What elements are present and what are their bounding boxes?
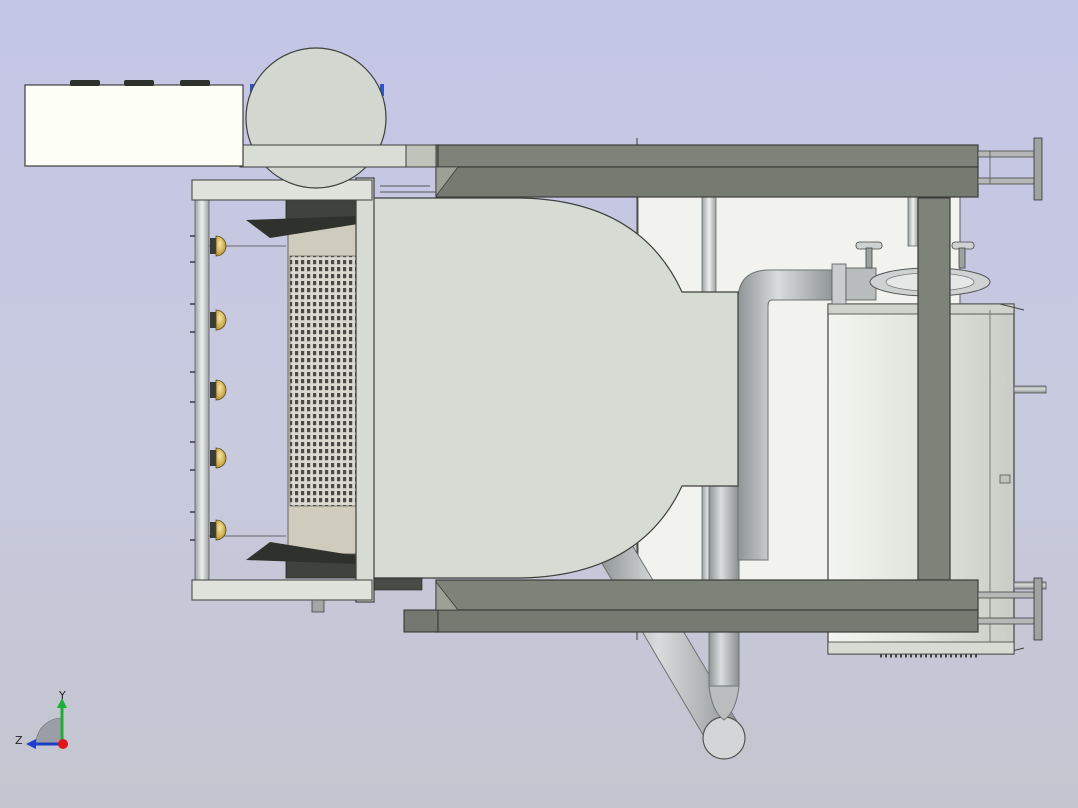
filter-cage [246, 199, 359, 579]
tank-side-nozzle-lower [1013, 581, 1047, 590]
cable-gland-icon [180, 80, 210, 86]
hood-panel [371, 197, 739, 579]
top-cross-plate [191, 179, 373, 201]
hood-left-flange [355, 177, 375, 603]
frame-right-post [917, 197, 951, 581]
knob-icon [210, 379, 227, 401]
x-axis-dot [58, 739, 68, 749]
valve-handle-right [951, 241, 975, 269]
vent-stem [907, 195, 919, 247]
tank-level-gauge [999, 474, 1011, 484]
motor-mount-plate [239, 144, 407, 168]
adjustment-knobs [210, 235, 227, 541]
frame-top-rail [403, 144, 979, 198]
axis-triad: Y Z [15, 689, 68, 749]
leveling-bolts-bottom [977, 577, 1043, 641]
shaft-end [311, 599, 325, 613]
cable-gland-icon [124, 80, 154, 86]
knob-icon [210, 447, 227, 469]
tank-side-nozzle-upper [1013, 385, 1047, 394]
y-axis-label: Y [58, 689, 66, 702]
triad-quadrant [35, 717, 63, 745]
drain-pipe-end-cap [702, 716, 746, 760]
leveling-bolts-top [977, 137, 1043, 201]
cable-gland-icon [70, 80, 100, 86]
control-box [24, 80, 244, 167]
z-axis-label: Z [15, 734, 23, 747]
knob-icon [210, 519, 227, 541]
perforated-screen [289, 255, 357, 507]
knob-icon [210, 235, 227, 257]
bottom-cross-plate [191, 579, 373, 601]
valve-handle-left [855, 241, 883, 269]
knob-icon [210, 309, 227, 331]
left-rod-ticks [190, 235, 195, 541]
left-support-rod [194, 197, 210, 581]
frame-bottom-rail [403, 579, 979, 633]
